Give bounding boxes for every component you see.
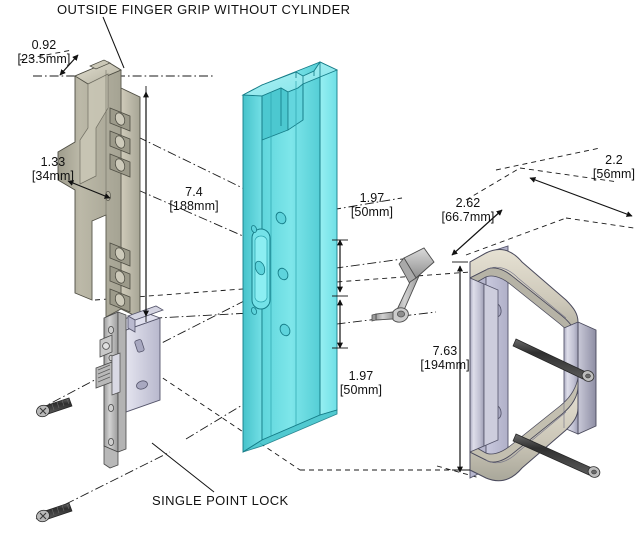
extrusion-handle-slot — [251, 228, 271, 310]
part-thumb-lever — [371, 247, 435, 323]
dimension-value-metric: [66.7mm] — [441, 210, 495, 224]
dimension-value-inch: 2.2 — [605, 153, 623, 167]
dimension-handle-depth: 2.2 [56mm] — [586, 153, 642, 181]
dimension-arrows — [59, 54, 633, 473]
lock-latch-mechanism — [95, 334, 121, 396]
dimension-value-metric: [34mm] — [31, 169, 75, 183]
callout-outside-finger-grip: OUTSIDE FINGER GRIP WITHOUT CYLINDER — [57, 2, 351, 17]
part-machine-screw-lower — [36, 502, 73, 523]
dimension-value-inch: 1.97 — [348, 369, 374, 383]
dimension-value-metric: [194mm] — [420, 358, 470, 372]
dimension-value-metric: [50mm] — [339, 383, 383, 397]
dimension-value-inch: 0.92 — [31, 38, 57, 52]
dimension-grip-width: 1.33 [34mm] — [18, 155, 88, 183]
handle-through-bolt-lower — [512, 433, 601, 478]
part-outside-finger-grip — [57, 59, 141, 319]
callout-leaders — [102, 16, 215, 493]
part-single-point-lock — [95, 305, 164, 469]
dimension-value-inch: 1.97 — [359, 191, 385, 205]
dimension-value-inch: 2.62 — [455, 196, 481, 210]
extension-lines — [145, 86, 470, 471]
dimension-value-inch: 1.33 — [40, 155, 66, 169]
dimension-hole-spacing-top: 1.97 [50mm] — [341, 191, 403, 219]
dimension-hole-spacing-bottom: 1.97 [50mm] — [330, 369, 392, 397]
part-pull-handle — [469, 245, 601, 482]
dimension-value-metric: [188mm] — [169, 199, 219, 213]
dimension-value-metric: [23.5mm] — [17, 52, 71, 66]
dimension-value-metric: [56mm] — [592, 167, 636, 181]
dimension-handle-length: 7.63 [194mm] — [409, 344, 481, 372]
dimension-handle-projection: 2.62 [66.7mm] — [430, 196, 506, 224]
dimension-value-inch: 7.4 — [185, 185, 203, 199]
dimension-value-inch: 7.63 — [432, 344, 458, 358]
handle-through-bolt-upper — [512, 338, 595, 382]
part-machine-screw-upper — [36, 397, 73, 418]
extrusion-fixing-holes — [275, 211, 291, 337]
grip-fastener-holes — [109, 107, 131, 313]
callout-single-point-lock: SINGLE POINT LOCK — [152, 493, 289, 508]
dimension-value-metric: [50mm] — [350, 205, 394, 219]
dimension-grip-thickness: 0.92 [23.5mm] — [2, 38, 86, 66]
part-door-stile-extrusion — [241, 61, 339, 453]
dimension-grip-length: 7.4 [188mm] — [158, 185, 230, 213]
